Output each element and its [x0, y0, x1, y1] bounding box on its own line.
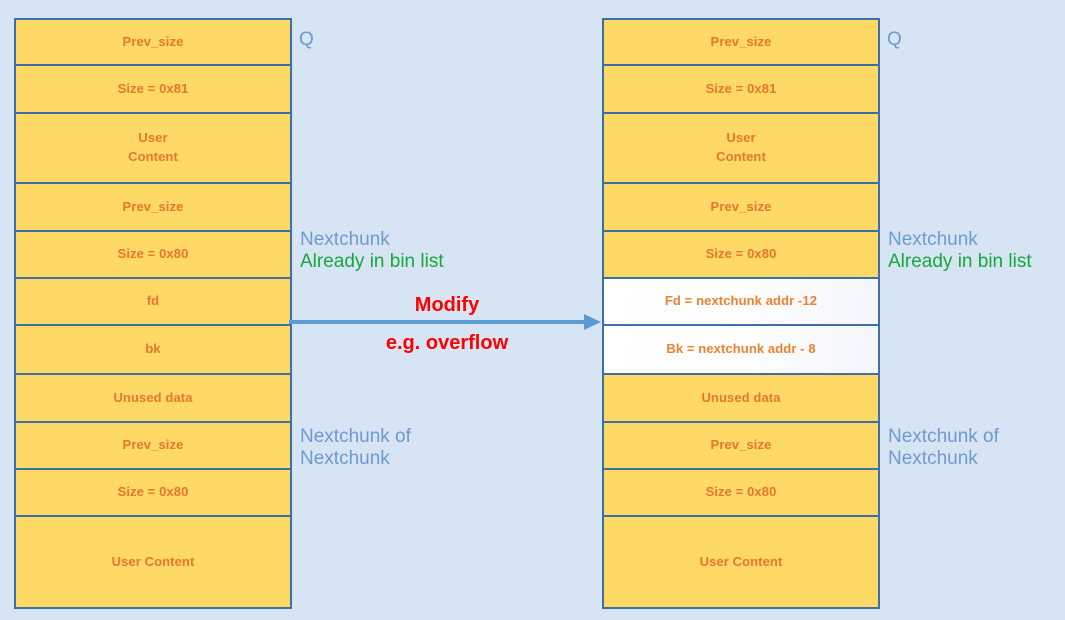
- annotation-nextchunk-after: Nextchunk Already in bin list: [888, 229, 1032, 274]
- chunk-before-row: Unused data: [16, 375, 290, 423]
- chunk-after-row: Fd = nextchunk addr -12: [604, 279, 878, 326]
- chunk-after-row: Size = 0x81: [604, 66, 878, 114]
- transition-arrow: [288, 313, 602, 331]
- annotation-bin-list-before: Already in bin list: [300, 251, 444, 273]
- chunk-before-row: Prev_size: [16, 423, 290, 470]
- chunk-after-row: Unused data: [604, 375, 878, 423]
- chunk-after-row: Size = 0x80: [604, 232, 878, 279]
- chunk-after-row: Bk = nextchunk addr - 8: [604, 326, 878, 375]
- chunk-before-row: Size = 0x81: [16, 66, 290, 114]
- chunk-after-row: Prev_size: [604, 423, 878, 470]
- chunk-after-row: User Content: [604, 517, 878, 607]
- annotation-nextchunk-of-nextchunk-before: Nextchunk of Nextchunk: [300, 426, 411, 470]
- chunk-before-row: Prev_size: [16, 184, 290, 232]
- transition-label-modify: Modify: [414, 294, 480, 316]
- chunk-after-row: Size = 0x80: [604, 470, 878, 517]
- label-q-before: Q: [299, 29, 314, 50]
- chunk-before-row: Size = 0x80: [16, 470, 290, 517]
- chunk-after-row: User Content: [604, 114, 878, 184]
- chunk-after-row: Prev_size: [604, 184, 878, 232]
- label-q-after: Q: [887, 29, 902, 50]
- annotation-nextchunk-of-nextchunk-after: Nextchunk of Nextchunk: [888, 426, 999, 470]
- annotation-bin-list-after: Already in bin list: [888, 251, 1032, 273]
- chunk-after-row: Prev_size: [604, 20, 878, 66]
- chunk-before-row: bk: [16, 326, 290, 375]
- annotation-nextchunk-after-title: Nextchunk: [888, 229, 978, 250]
- chunk-before-row: User Content: [16, 517, 290, 607]
- chunk-before-row: User Content: [16, 114, 290, 184]
- chunk-before-row: Prev_size: [16, 20, 290, 66]
- annotation-nextchunk-before: Nextchunk Already in bin list: [300, 229, 444, 274]
- chunk-before-row: Size = 0x80: [16, 232, 290, 279]
- transition-label-overflow: e.g. overflow: [385, 332, 509, 354]
- right-arrow-icon: [289, 314, 601, 330]
- chunk-before-row: fd: [16, 279, 290, 326]
- annotation-nextchunk-before-title: Nextchunk: [300, 229, 390, 250]
